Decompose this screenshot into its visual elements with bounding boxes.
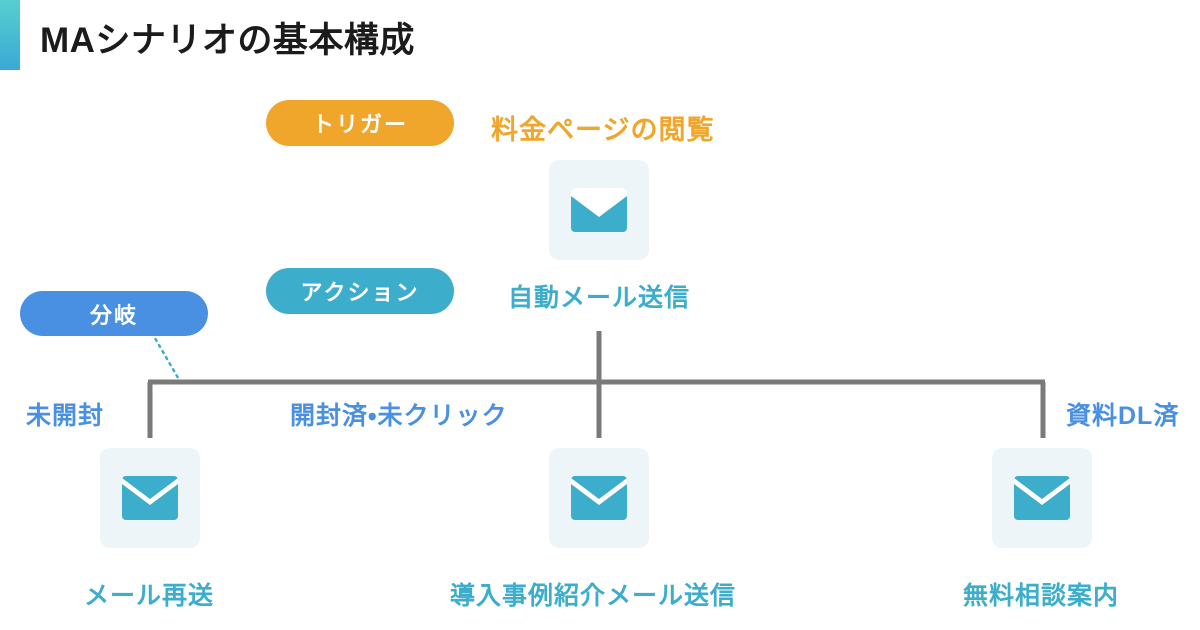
trigger-node-label: 料金ページの閲覧: [491, 115, 715, 145]
action-node-label: 自動メール送信: [508, 284, 691, 312]
branch-condition-downloaded: 資料DL済: [1066, 402, 1180, 430]
branch-condition-unopened: 未開封: [26, 402, 105, 430]
badge-trigger[interactable]: トリガー: [266, 100, 454, 146]
outcome-label-free-consult: 無料相談案内: [963, 582, 1120, 610]
badge-trigger-label: トリガー: [311, 112, 408, 137]
outcome-icon-tile-case-study-mail[interactable]: [549, 448, 649, 548]
trigger-node-icon-tile[interactable]: [549, 160, 649, 260]
outcome-label-mail-resend: メール再送: [84, 582, 215, 610]
page-title: MAシナリオの基本構成: [40, 21, 415, 60]
envelope-icon: [571, 476, 627, 520]
title-accent-bar: [0, 0, 20, 70]
badge-action[interactable]: アクション: [266, 268, 454, 314]
outcome-icon-tile-free-consult[interactable]: [992, 448, 1092, 548]
badge-branch[interactable]: 分岐: [20, 291, 208, 336]
outcome-icon-tile-mail-resend[interactable]: [100, 448, 200, 548]
badge-action-label: アクション: [300, 280, 420, 305]
envelope-icon: [122, 476, 178, 520]
branch-condition-opened-not-clicked: 開封済・未クリック: [290, 402, 508, 430]
branch-dotted-connector: [150, 331, 183, 385]
outcome-label-case-study-mail: 導入事例紹介メール送信: [450, 582, 737, 610]
badge-branch-label: 分岐: [89, 302, 138, 328]
envelope-icon: [1014, 476, 1070, 520]
envelope-icon: [571, 188, 627, 232]
